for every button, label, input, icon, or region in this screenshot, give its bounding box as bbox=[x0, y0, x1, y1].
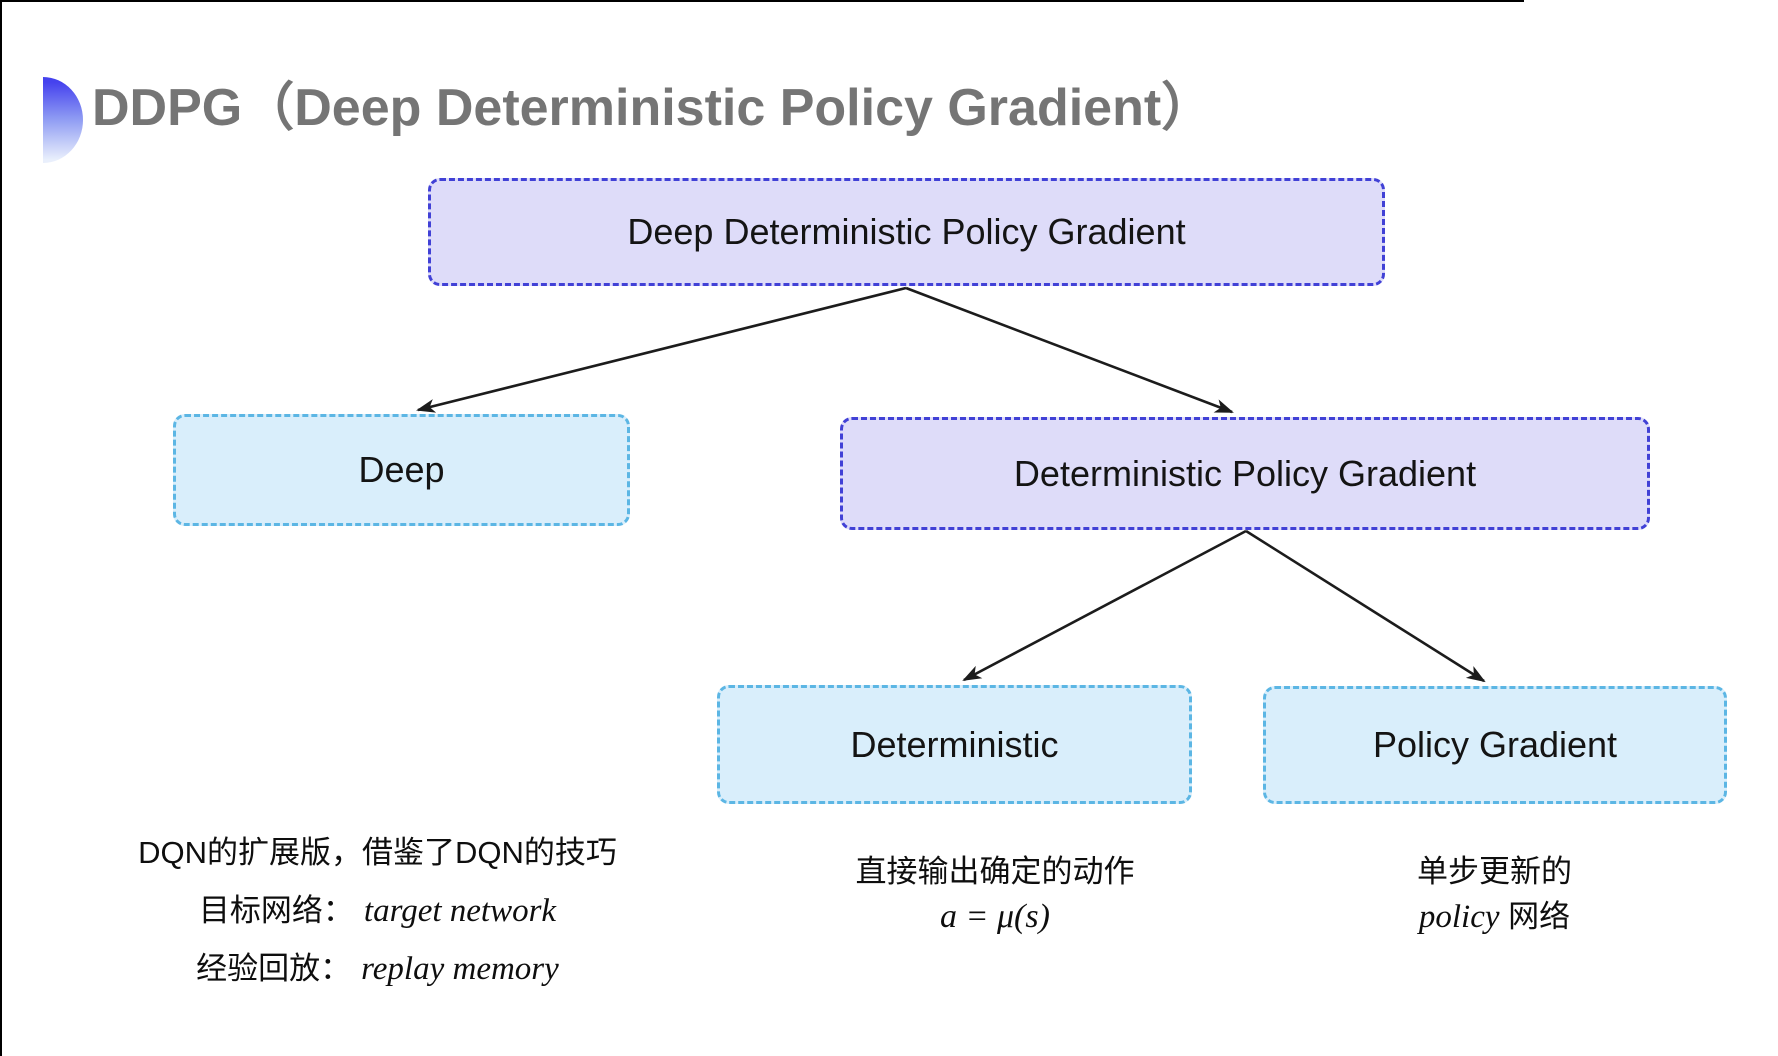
node-deep: Deep bbox=[173, 414, 630, 526]
annotation-policy-gradient: 单步更新的 policy 网络 bbox=[1327, 849, 1662, 940]
node-label: Deterministic Policy Gradient bbox=[1013, 452, 1477, 494]
node-deterministic-policy-gradient: Deterministic Policy Gradient bbox=[840, 417, 1650, 530]
node-deterministic: Deterministic bbox=[717, 685, 1192, 804]
window-left-border bbox=[0, 0, 2, 1056]
node-label: Policy Gradient bbox=[1372, 724, 1618, 765]
annotation-line: 经验回放： replay memory bbox=[120, 940, 635, 998]
annotation-line: 单步更新的 bbox=[1417, 854, 1572, 889]
annotation-formula: a = μ(s) bbox=[940, 898, 1050, 935]
window-top-border bbox=[0, 0, 1524, 2]
annotation-line: DQN的扩展版，借鉴了DQN的技巧 bbox=[138, 835, 617, 870]
annotation-label: 网络 bbox=[1499, 899, 1571, 934]
node-label: Deep Deterministic Policy Gradient bbox=[627, 211, 1186, 252]
annotation-term: policy bbox=[1418, 899, 1500, 935]
annotation-line: policy 网络 bbox=[1327, 894, 1662, 940]
node-label: Deterministic bbox=[850, 723, 1059, 765]
annotation-term: replay memory bbox=[361, 951, 559, 987]
annotation-line: 直接输出确定的动作 bbox=[855, 854, 1135, 889]
annotation-deterministic: 直接输出确定的动作 a = μ(s) bbox=[790, 849, 1200, 939]
node-deep-deterministic-policy-gradient: Deep Deterministic Policy Gradient bbox=[428, 178, 1385, 286]
annotation-deep: DQN的扩展版，借鉴了DQN的技巧 目标网络： target network 经验… bbox=[120, 824, 635, 998]
annotation-label: 经验回放： bbox=[196, 951, 352, 986]
title-bullet-icon bbox=[43, 77, 83, 163]
annotation-label: 目标网络： bbox=[198, 893, 354, 928]
node-policy-gradient: Policy Gradient bbox=[1263, 686, 1727, 804]
annotation-term: target network bbox=[363, 893, 557, 929]
page-title: DDPG（Deep Deterministic Policy Gradient） bbox=[92, 79, 1214, 137]
annotation-line: 目标网络： target network bbox=[120, 882, 635, 940]
node-label: Deep bbox=[358, 449, 445, 490]
